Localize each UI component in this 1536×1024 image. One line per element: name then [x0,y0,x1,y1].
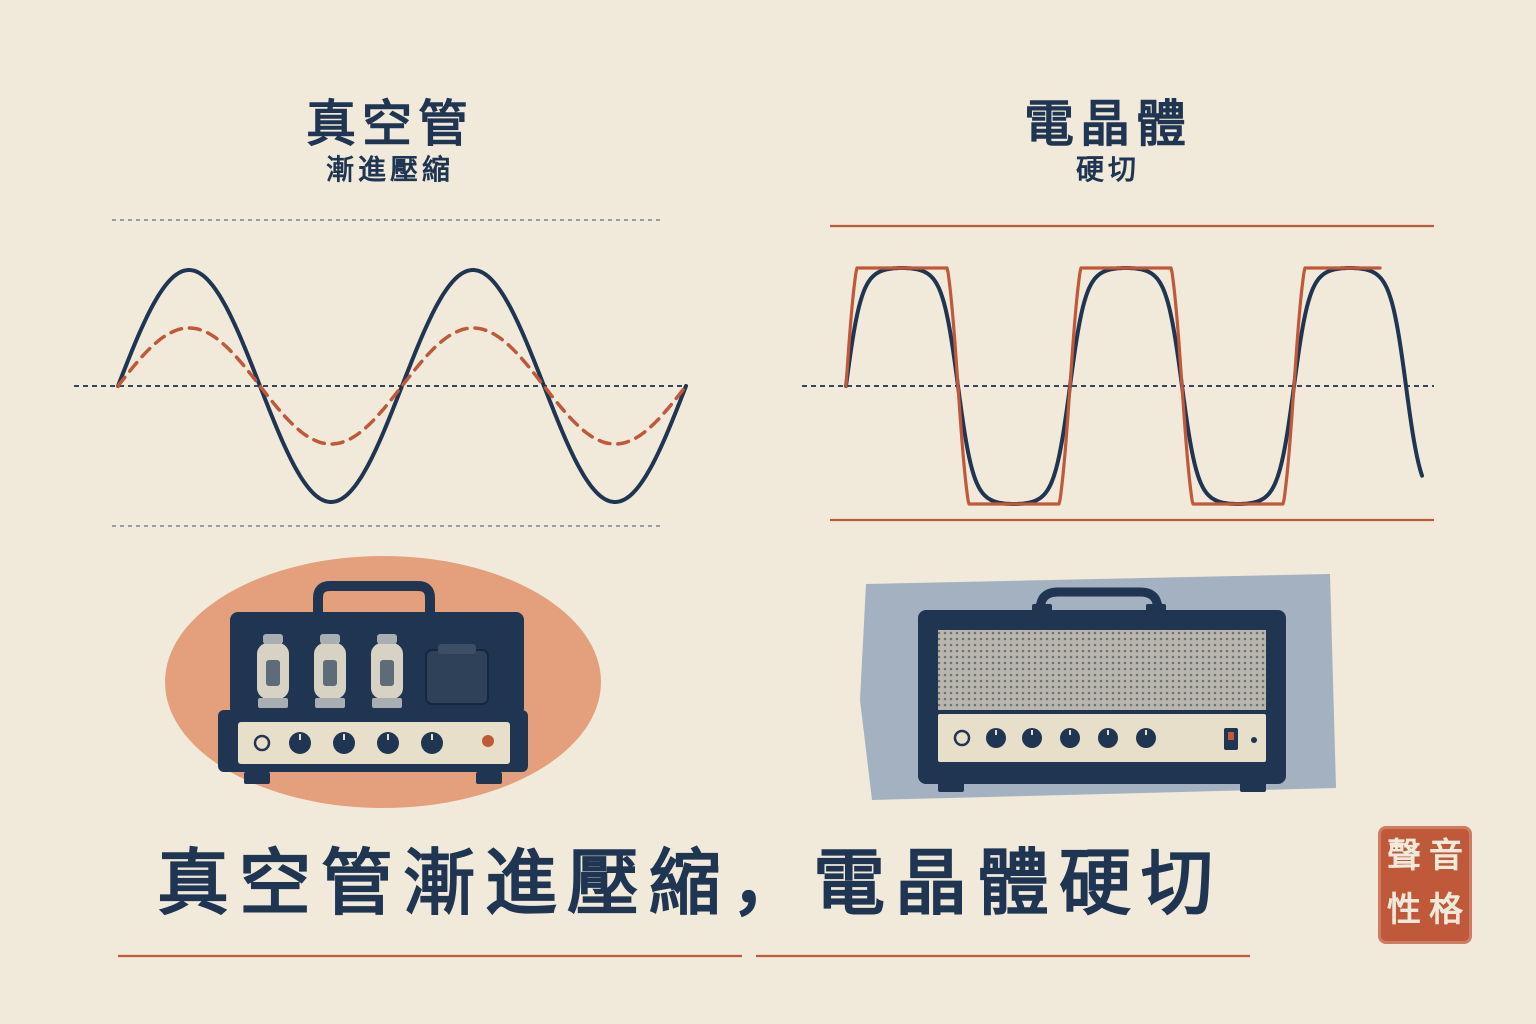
transistor-clipped-wave [844,266,1382,506]
transistor-waveform-chart [802,224,1434,522]
headline: 真空管漸進壓縮，電晶體硬切 [156,840,1223,925]
seal-stamp: 音 格 聲 性 [1378,826,1472,944]
tube-waveform-chart [74,219,688,527]
tube-compressed-wave [116,326,688,446]
transistor-amplifier-icon [860,574,1336,800]
transistor-title: 電晶體 [1024,94,1192,153]
tube-amplifier-icon [165,556,601,808]
transistor-subtitle: 硬切 [1075,153,1140,186]
seal-char: 格 [1429,890,1463,930]
tube-subtitle: 漸進壓縮 [325,153,454,186]
seal-char: 聲 [1387,836,1421,876]
tube-title: 真空管 [306,94,474,153]
seal-char: 音 [1429,836,1463,876]
seal-char: 性 [1387,890,1421,930]
